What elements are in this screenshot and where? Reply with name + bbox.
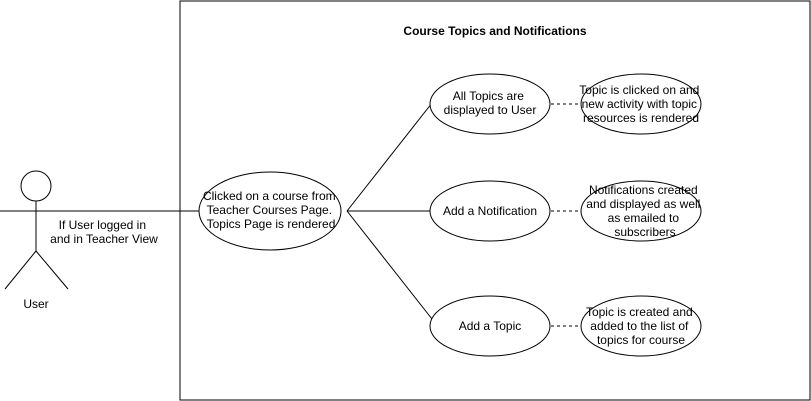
result-notifications-created [580, 180, 702, 242]
result-label-line: added to the list of [590, 319, 689, 333]
actor-figure [0, 170, 72, 290]
use-case-add-notification [429, 180, 551, 242]
use-case-add-topic [429, 295, 551, 357]
actor-label: User [23, 297, 48, 311]
result-topic-created [580, 295, 702, 357]
actor-right-leg [35, 250, 69, 290]
result-label-line: and displayed as well [586, 197, 700, 211]
actor-edge-label-line: and in Teacher View [50, 232, 158, 246]
result-label-line: as emailed to [608, 211, 680, 225]
center-use-case [198, 171, 342, 251]
actor-head [20, 170, 52, 202]
result-notifications-created-label: Notifications created and displayed as w… [586, 183, 703, 239]
center-use-case-label: Clicked on a course from Teacher Courses… [203, 189, 339, 231]
association-line-all-topics [346, 102, 433, 212]
use-case-add-notification-label: Add a Notification [443, 204, 537, 218]
result-topic-clicked-label: Topic is clicked on and new activity wit… [579, 83, 702, 125]
center-use-case-line: Clicked on a course from [203, 189, 336, 203]
actor-edge-label: If User logged in and in Teacher View [50, 218, 158, 246]
use-case-label-line: All Topics are [453, 89, 524, 103]
use-case-label-line: Add a Topic [459, 319, 522, 333]
result-label-line: Topic is clicked on and [579, 83, 699, 97]
result-topic-created-label: Topic is created and added to the list o… [586, 305, 696, 347]
use-case-label-line: displayed to User [444, 103, 537, 117]
result-label-line: subscribers [614, 225, 675, 239]
actor-edge-label-line: If User logged in [59, 218, 146, 232]
use-case-all-topics-label: All Topics are displayed to User [444, 89, 537, 117]
use-case-all-topics [429, 73, 551, 135]
result-label-line: Notifications created [589, 183, 698, 197]
center-use-case-line: Teacher Courses Page. [207, 203, 332, 217]
result-label-line: topics for course [597, 333, 685, 347]
center-use-case-line: Topics Page is rendered [207, 217, 336, 231]
association-line-add-topic [346, 210, 433, 320]
result-topic-clicked [580, 73, 702, 135]
result-label-line: new activity with topic [582, 97, 697, 111]
result-label-line: resources is rendered [583, 111, 699, 125]
use-case-label-line: Add a Notification [443, 204, 537, 218]
result-label-line: Topic is created and [586, 305, 693, 319]
use-case-add-topic-label: Add a Topic [459, 319, 522, 333]
actor-left-leg [4, 250, 37, 290]
diagram-title: Course Topics and Notifications [403, 24, 586, 38]
